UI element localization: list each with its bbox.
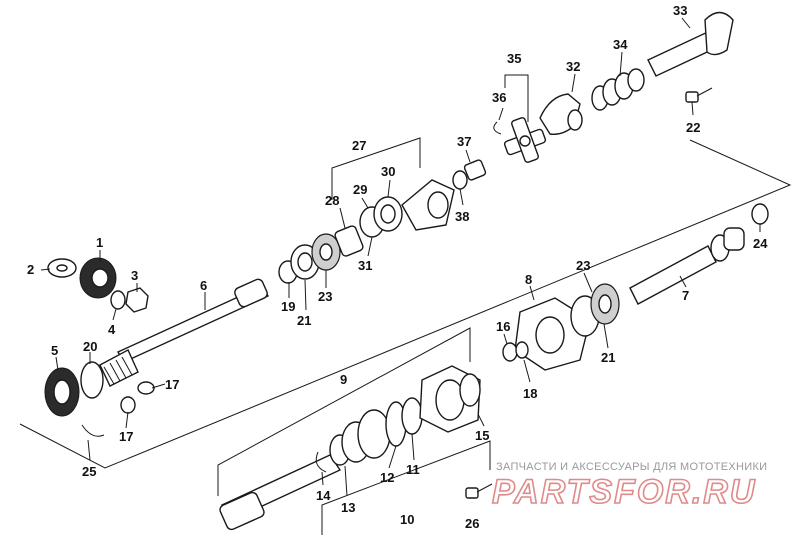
callout-26: 26 [465,516,479,531]
callout-38: 38 [455,209,469,224]
ring-16 [502,342,518,362]
callout-17a: 17 [165,377,179,392]
clip-14 [315,451,327,473]
callout-2: 2 [27,262,34,277]
watermark-caption: ЗАПЧАСТИ И АКСЕССУАРЫ ДЛЯ МОТОТЕХНИКИ [496,461,767,473]
group-9-bracket [217,327,471,496]
circlip-17b [120,396,136,414]
callout-6: 6 [200,278,207,293]
sleeve-28 [334,225,364,257]
callout-27: 27 [352,138,366,153]
callout-3: 3 [131,268,138,283]
clip-25 [81,424,105,437]
watermark: ЗАПЧАСТИ И АКСЕССУАРЫ ДЛЯ МОТОТЕХНИКИ PA… [491,461,767,512]
callout-36: 36 [492,90,506,105]
callout-20: 20 [83,339,97,354]
callout-9: 9 [340,372,347,387]
callout-21a: 21 [297,313,311,328]
ring-11 [401,397,423,435]
shaft-7 [629,245,717,305]
callout-16: 16 [496,319,510,334]
callout-33: 33 [673,3,687,18]
callout-5: 5 [51,343,58,358]
callout-32: 32 [566,59,580,74]
ring-18 [515,341,529,359]
callout-1: 1 [96,235,103,250]
callout-15: 15 [475,428,489,443]
callout-37: 37 [457,134,471,149]
callout-35: 35 [507,51,521,66]
rear-shaft-assembly [44,11,734,437]
clip-36 [493,121,502,135]
front-shaft-assembly [219,203,769,531]
callout-12: 12 [380,470,394,485]
group-27-bracket [331,137,421,200]
callout-28: 28 [325,193,339,208]
callout-4: 4 [108,322,116,337]
callout-25: 25 [82,464,96,479]
collar-20 [80,361,104,399]
pin-37 [463,159,487,181]
callout-24: 24 [753,236,768,251]
callout-21b: 21 [601,350,615,365]
circlip-17a [137,381,155,395]
callout-23a: 23 [318,289,332,304]
callout-31: 31 [358,258,372,273]
callout-22: 22 [686,120,700,135]
watermark-logo: PARTSFOR.RU [492,473,756,511]
callout-11: 11 [406,462,420,477]
group-35-bracket [504,74,529,122]
callout-34: 34 [613,37,628,52]
callout-30: 30 [381,164,395,179]
callout-19: 19 [281,299,295,314]
callout-7: 7 [682,288,689,303]
callout-10: 10 [400,512,414,527]
ring-24 [751,203,769,225]
callout-14: 14 [316,488,331,503]
callout-18: 18 [523,386,537,401]
group-10-bracket [321,440,491,535]
callout-13: 13 [341,500,355,515]
nut-3 [125,287,149,313]
callout-17b: 17 [119,429,133,444]
bolt-26 [465,483,493,499]
boot-34 [591,68,645,111]
leader-lines [40,17,761,497]
callout-29: 29 [353,182,367,197]
callout-8: 8 [525,272,532,287]
boot-13 [329,409,391,466]
front-shaft-frame [19,139,792,469]
callout-labels: 1 2 3 4 5 6 7 8 9 10 11 12 13 14 15 16 1… [27,3,768,531]
bolt-22 [685,87,713,103]
washer-4 [110,290,126,310]
ring-38 [452,170,468,190]
callout-23b: 23 [576,258,590,273]
spline-lines [103,356,133,385]
cross-joint-35 [503,117,547,163]
